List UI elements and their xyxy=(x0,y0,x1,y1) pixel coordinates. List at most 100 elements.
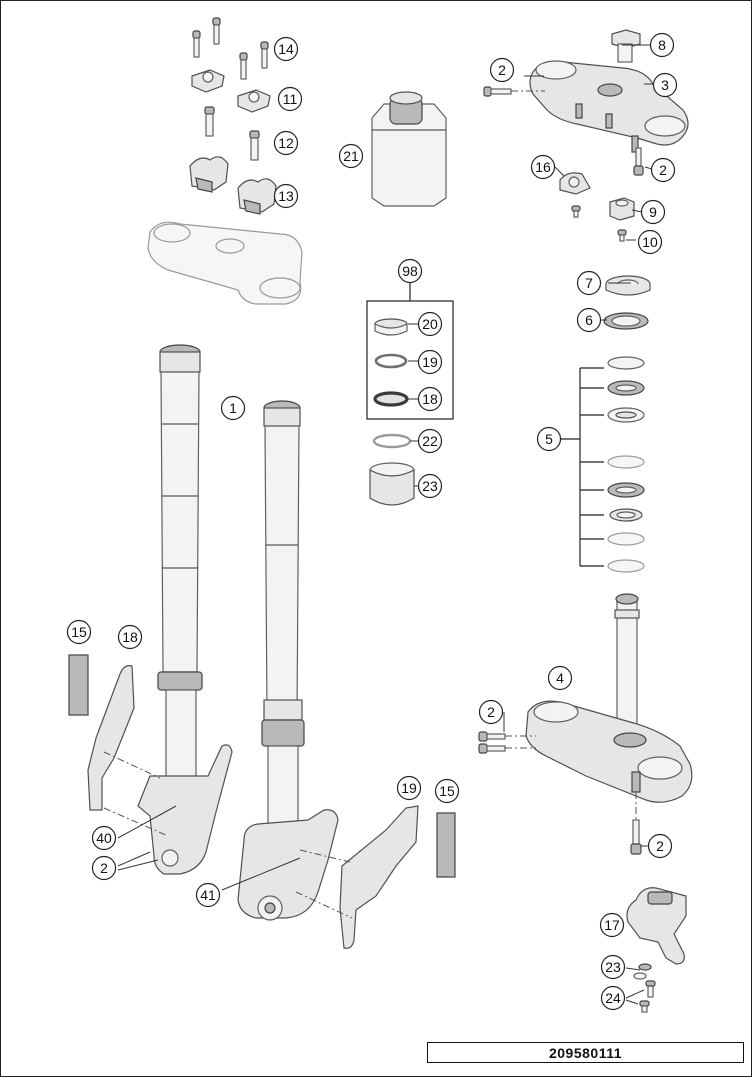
callout-15-left: 15 xyxy=(66,619,92,645)
callout-13: 13 xyxy=(273,183,299,209)
svg-text:40: 40 xyxy=(96,830,112,846)
svg-text:15: 15 xyxy=(71,624,87,640)
bearing-group-bracket xyxy=(561,367,604,567)
svg-text:8: 8 xyxy=(658,37,666,53)
clamp-part-11 xyxy=(191,69,271,113)
screws-part-24 xyxy=(639,980,656,1013)
fork-guard-part-19 xyxy=(339,805,419,949)
callout-1: 1 xyxy=(220,395,246,421)
callout-23: 23 xyxy=(417,473,443,499)
seal-part-18-kit xyxy=(373,391,409,407)
callout-24: 24 xyxy=(600,985,626,1011)
svg-text:4: 4 xyxy=(556,670,564,686)
seal-part-6 xyxy=(603,312,649,330)
svg-text:19: 19 xyxy=(401,780,417,796)
callout-15-right: 15 xyxy=(434,778,460,804)
drawing-number: 209580111 xyxy=(548,1044,623,1061)
screw-part-10 xyxy=(571,205,627,242)
svg-text:5: 5 xyxy=(545,431,553,447)
assembly-lines xyxy=(103,751,353,919)
callout-9: 9 xyxy=(640,199,666,225)
bolts-part-2-lower-clamp xyxy=(478,731,642,855)
svg-text:1: 1 xyxy=(229,400,237,416)
callout-5: 5 xyxy=(536,426,562,452)
seal-ring-part-20 xyxy=(374,318,408,336)
svg-text:9: 9 xyxy=(649,204,657,220)
svg-text:24: 24 xyxy=(605,990,621,1006)
svg-text:21: 21 xyxy=(343,148,359,164)
steering-nut-part-8 xyxy=(611,29,641,63)
callout-18-kit: 18 xyxy=(417,386,443,412)
callout-40: 40 xyxy=(91,825,117,851)
lower-triple-clamp-part-4 xyxy=(525,593,693,803)
svg-text:2: 2 xyxy=(487,704,495,720)
callout-19-guard: 19 xyxy=(396,775,422,801)
bolt-part-2-under-clamp xyxy=(633,147,644,176)
svg-text:16: 16 xyxy=(535,159,551,175)
svg-text:2: 2 xyxy=(498,62,506,78)
upper-triple-clamp-outline xyxy=(147,221,303,305)
clamp-part-16 xyxy=(559,172,591,195)
bracket-part-17 xyxy=(626,887,687,965)
callout-21: 21 xyxy=(338,143,364,169)
callout-17: 17 xyxy=(599,912,625,938)
callout-2-clamp: 2 xyxy=(650,157,676,183)
callout-22: 22 xyxy=(417,428,443,454)
svg-text:2: 2 xyxy=(100,860,108,876)
svg-text:98: 98 xyxy=(402,263,418,279)
svg-text:2: 2 xyxy=(659,162,667,178)
handlebar-clamp-part-13 xyxy=(189,156,277,215)
svg-text:7: 7 xyxy=(585,275,593,291)
svg-text:18: 18 xyxy=(122,629,138,645)
callout-12: 12 xyxy=(273,130,299,156)
screw-part-12 xyxy=(204,106,260,161)
svg-text:23: 23 xyxy=(605,959,621,975)
bolt-part-2-top xyxy=(483,86,545,97)
svg-text:41: 41 xyxy=(200,887,216,903)
callout-6: 6 xyxy=(576,307,602,333)
callout-8: 8 xyxy=(649,32,675,58)
callout-2-lower-left: 2 xyxy=(478,699,504,725)
svg-text:19: 19 xyxy=(422,354,438,370)
drawing-number-box: 209580111 xyxy=(427,1042,744,1063)
washer-part-23-small xyxy=(633,963,652,980)
svg-text:12: 12 xyxy=(278,135,294,151)
svg-text:20: 20 xyxy=(422,316,438,332)
bushing-part-23 xyxy=(369,462,415,506)
svg-text:15: 15 xyxy=(439,783,455,799)
callout-14: 14 xyxy=(273,36,299,62)
fork-oil-can-part-21 xyxy=(371,91,447,207)
svg-text:2: 2 xyxy=(656,838,664,854)
callout-41: 41 xyxy=(195,882,221,908)
svg-text:13: 13 xyxy=(278,188,294,204)
svg-text:22: 22 xyxy=(422,433,438,449)
callout-7: 7 xyxy=(576,270,602,296)
callout-10: 10 xyxy=(637,229,663,255)
svg-text:18: 18 xyxy=(422,391,438,407)
cable-guide-part-9 xyxy=(609,197,635,221)
callout-20: 20 xyxy=(417,311,443,337)
callout-23-small: 23 xyxy=(600,954,626,980)
callout-18-guard: 18 xyxy=(117,624,143,650)
svg-text:10: 10 xyxy=(642,234,658,250)
ring-part-22 xyxy=(372,433,412,449)
callout-19-kit: 19 xyxy=(417,349,443,375)
bearing-set-part-5 xyxy=(607,356,645,573)
fork-guard-part-18 xyxy=(87,665,135,811)
sticker-part-15-right xyxy=(436,812,456,878)
fork-leg-left xyxy=(137,344,233,875)
leader-lines xyxy=(117,44,654,1005)
svg-text:23: 23 xyxy=(422,478,438,494)
callout-2-lower-right: 2 xyxy=(647,833,673,859)
callout-98: 98 xyxy=(397,258,423,284)
callout-16: 16 xyxy=(530,154,556,180)
svg-text:11: 11 xyxy=(283,91,298,107)
callout-3: 3 xyxy=(652,72,678,98)
dust-cap-part-7 xyxy=(605,275,651,296)
callout-2-fork: 2 xyxy=(91,855,117,881)
svg-text:3: 3 xyxy=(661,77,669,93)
seal-part-19-kit xyxy=(374,353,408,369)
callout-2-top: 2 xyxy=(489,57,515,83)
svg-text:14: 14 xyxy=(278,41,294,57)
